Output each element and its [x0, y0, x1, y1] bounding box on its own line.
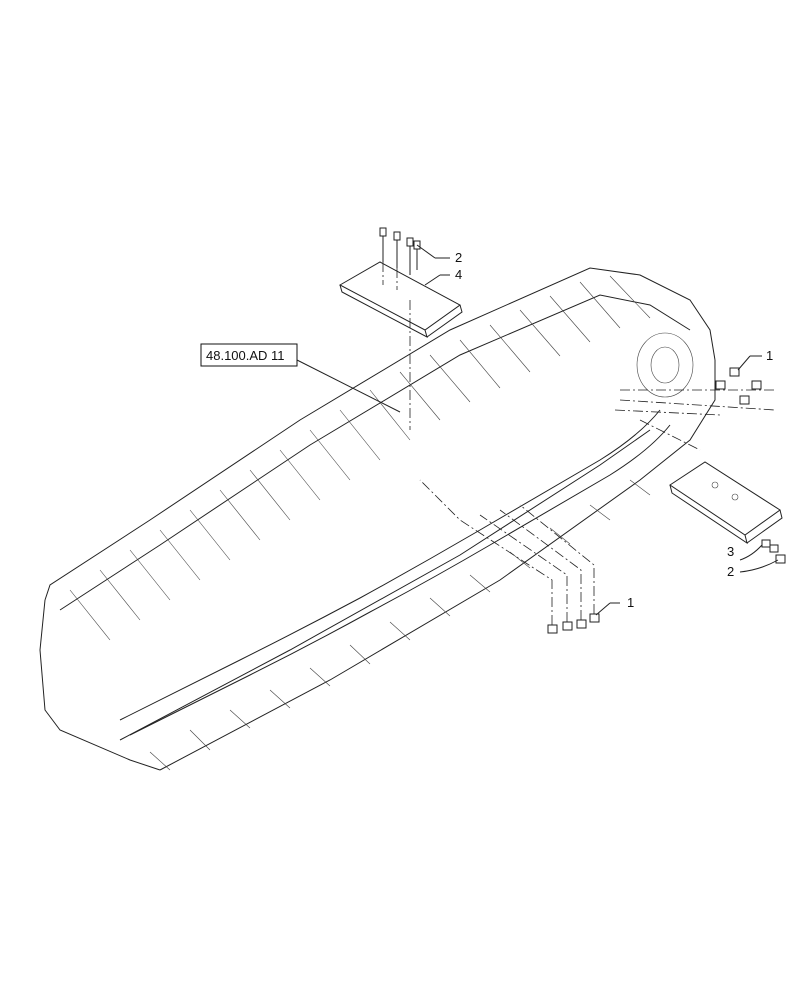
nuts-right [715, 367, 762, 405]
track-shoes-upper [69, 275, 651, 641]
callout-4: 4 [424, 267, 462, 286]
track-chain-links [119, 409, 671, 736]
projection-lines-right [614, 389, 776, 451]
callout-number: 2 [727, 564, 734, 579]
callout-number: 1 [627, 595, 634, 610]
callout-number: 2 [455, 250, 462, 265]
callout-number: 4 [455, 267, 462, 282]
callout-number: 3 [727, 544, 734, 559]
crawler-track-assembly [39, 267, 716, 771]
callout-1-right: 1 [737, 348, 773, 371]
callout-1-bottom: 1 [595, 595, 634, 616]
projection-lines-bottom [419, 479, 595, 625]
reference-label-text: 48.100.AD 11 [206, 348, 285, 363]
callout-number: 1 [766, 348, 773, 363]
track-shoe-right [669, 461, 783, 545]
projection-lines-top [382, 262, 411, 430]
callout-2-right: 2 [727, 559, 779, 579]
track-shoe-top [338, 261, 463, 338]
track-shoes-lower [149, 479, 651, 771]
reference-label[interactable]: 48.100.AD 11 [200, 343, 401, 413]
callout-3: 3 [727, 544, 763, 561]
callout-2-top: 2 [416, 244, 462, 265]
bolts-right [761, 539, 786, 564]
sprocket-end [636, 332, 694, 398]
nuts-bottom [547, 613, 600, 634]
